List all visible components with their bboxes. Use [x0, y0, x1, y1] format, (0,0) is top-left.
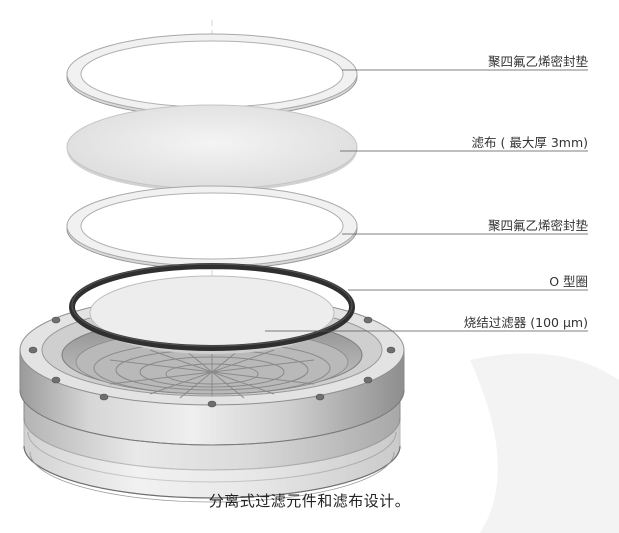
sintered-filter-disc: [89, 275, 335, 354]
filter-cloth-disc: [66, 104, 358, 192]
label-ptfe-gasket-top: 聚四氟乙烯密封垫: [488, 54, 589, 69]
ptfe-gasket-top: [66, 33, 358, 118]
label-filter-cloth: 滤布 ( 最大厚 3mm): [472, 135, 588, 150]
label-ptfe-gasket-bottom: 聚四氟乙烯密封垫: [488, 218, 589, 233]
background-shadow: [470, 353, 619, 533]
label-sintered-filter: 烧结过滤器 (100 µm): [464, 315, 588, 330]
o-ring: [69, 263, 355, 351]
ptfe-gasket-bottom: [66, 185, 358, 270]
label-o-ring: O 型圈: [549, 274, 588, 289]
figure-caption: 分离式过滤元件和滤布设计。: [208, 492, 411, 510]
